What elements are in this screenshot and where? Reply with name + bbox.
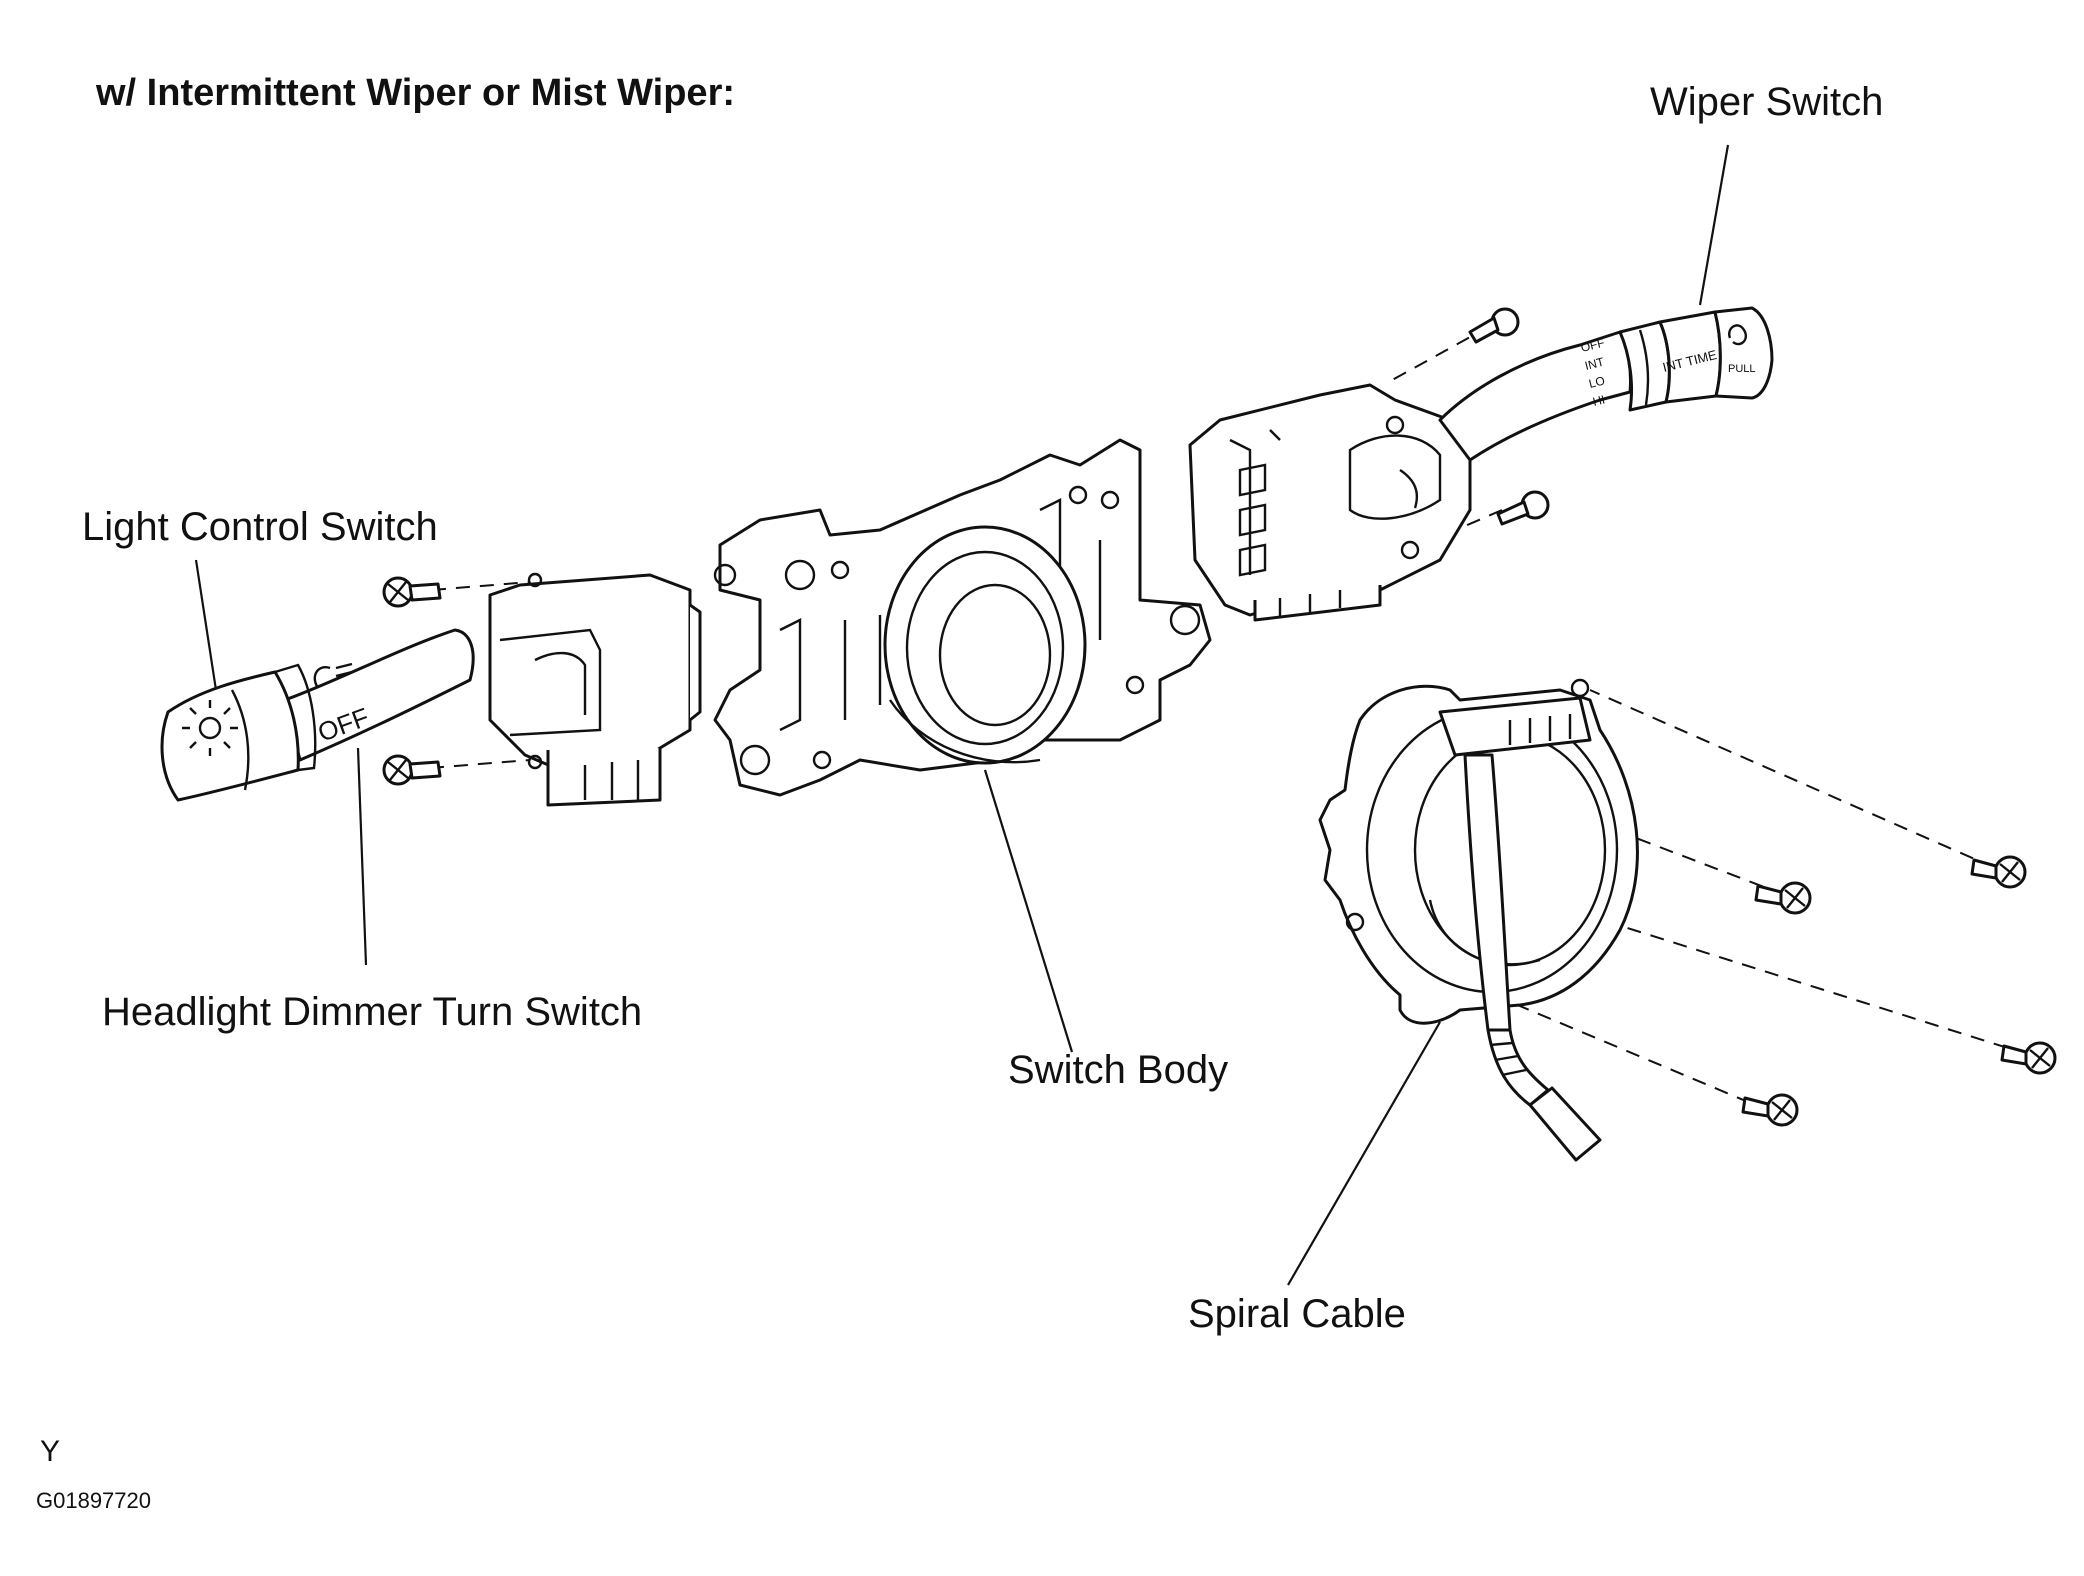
figure-code: G01897720 [36,1488,151,1513]
screw-icon [2000,1041,2057,1075]
leader-switch-body [983,769,1074,1053]
wiper-mode-int: INT [1583,354,1606,372]
leader-wiper-switch [1698,144,1730,306]
beam-icon [313,662,353,689]
leader-light-control-switch [194,559,218,691]
label-headlight-dimmer-turn-switch: Headlight Dimmer Turn Switch [102,990,643,1034]
label-light-control-switch: Light Control Switch [82,505,438,549]
screw-icon [1741,1093,1799,1127]
washer-icon [1728,324,1747,346]
screw-icon [1468,307,1520,344]
wiper-mode-hi: HI [1591,392,1606,408]
wiper-pull-label: PULL [1728,363,1756,375]
label-wiper-switch: Wiper Switch [1650,80,1884,124]
screw-icon [1496,490,1550,526]
diagram-title: w/ Intermittent Wiper or Mist Wiper: [96,72,736,114]
wiper-switch: OFF INT LO HI INT TIME PULL [1188,306,1774,622]
leader-spiral-cable [1287,1021,1441,1286]
label-switch-body: Switch Body [1008,1048,1229,1092]
screw-icon [382,576,442,608]
headlight-dimmer-turn-switch: OFF [160,572,702,807]
headlamp-icon [182,700,238,756]
screw-icon [1754,881,1812,915]
spiral-cable [1318,678,1639,1162]
footer-letter: Y [40,1435,61,1468]
leader-headlight-dimmer [356,747,368,966]
wiper-mode-lo: LO [1587,373,1606,390]
screw-icon [1970,855,2027,889]
switch-body [713,438,1212,797]
label-spiral-cable: Spiral Cable [1188,1292,1406,1336]
screw-icon [382,754,442,786]
wiper-mode-markings: OFF INT LO HI [1579,336,1606,409]
wiper-mode-off: OFF [1579,336,1606,355]
